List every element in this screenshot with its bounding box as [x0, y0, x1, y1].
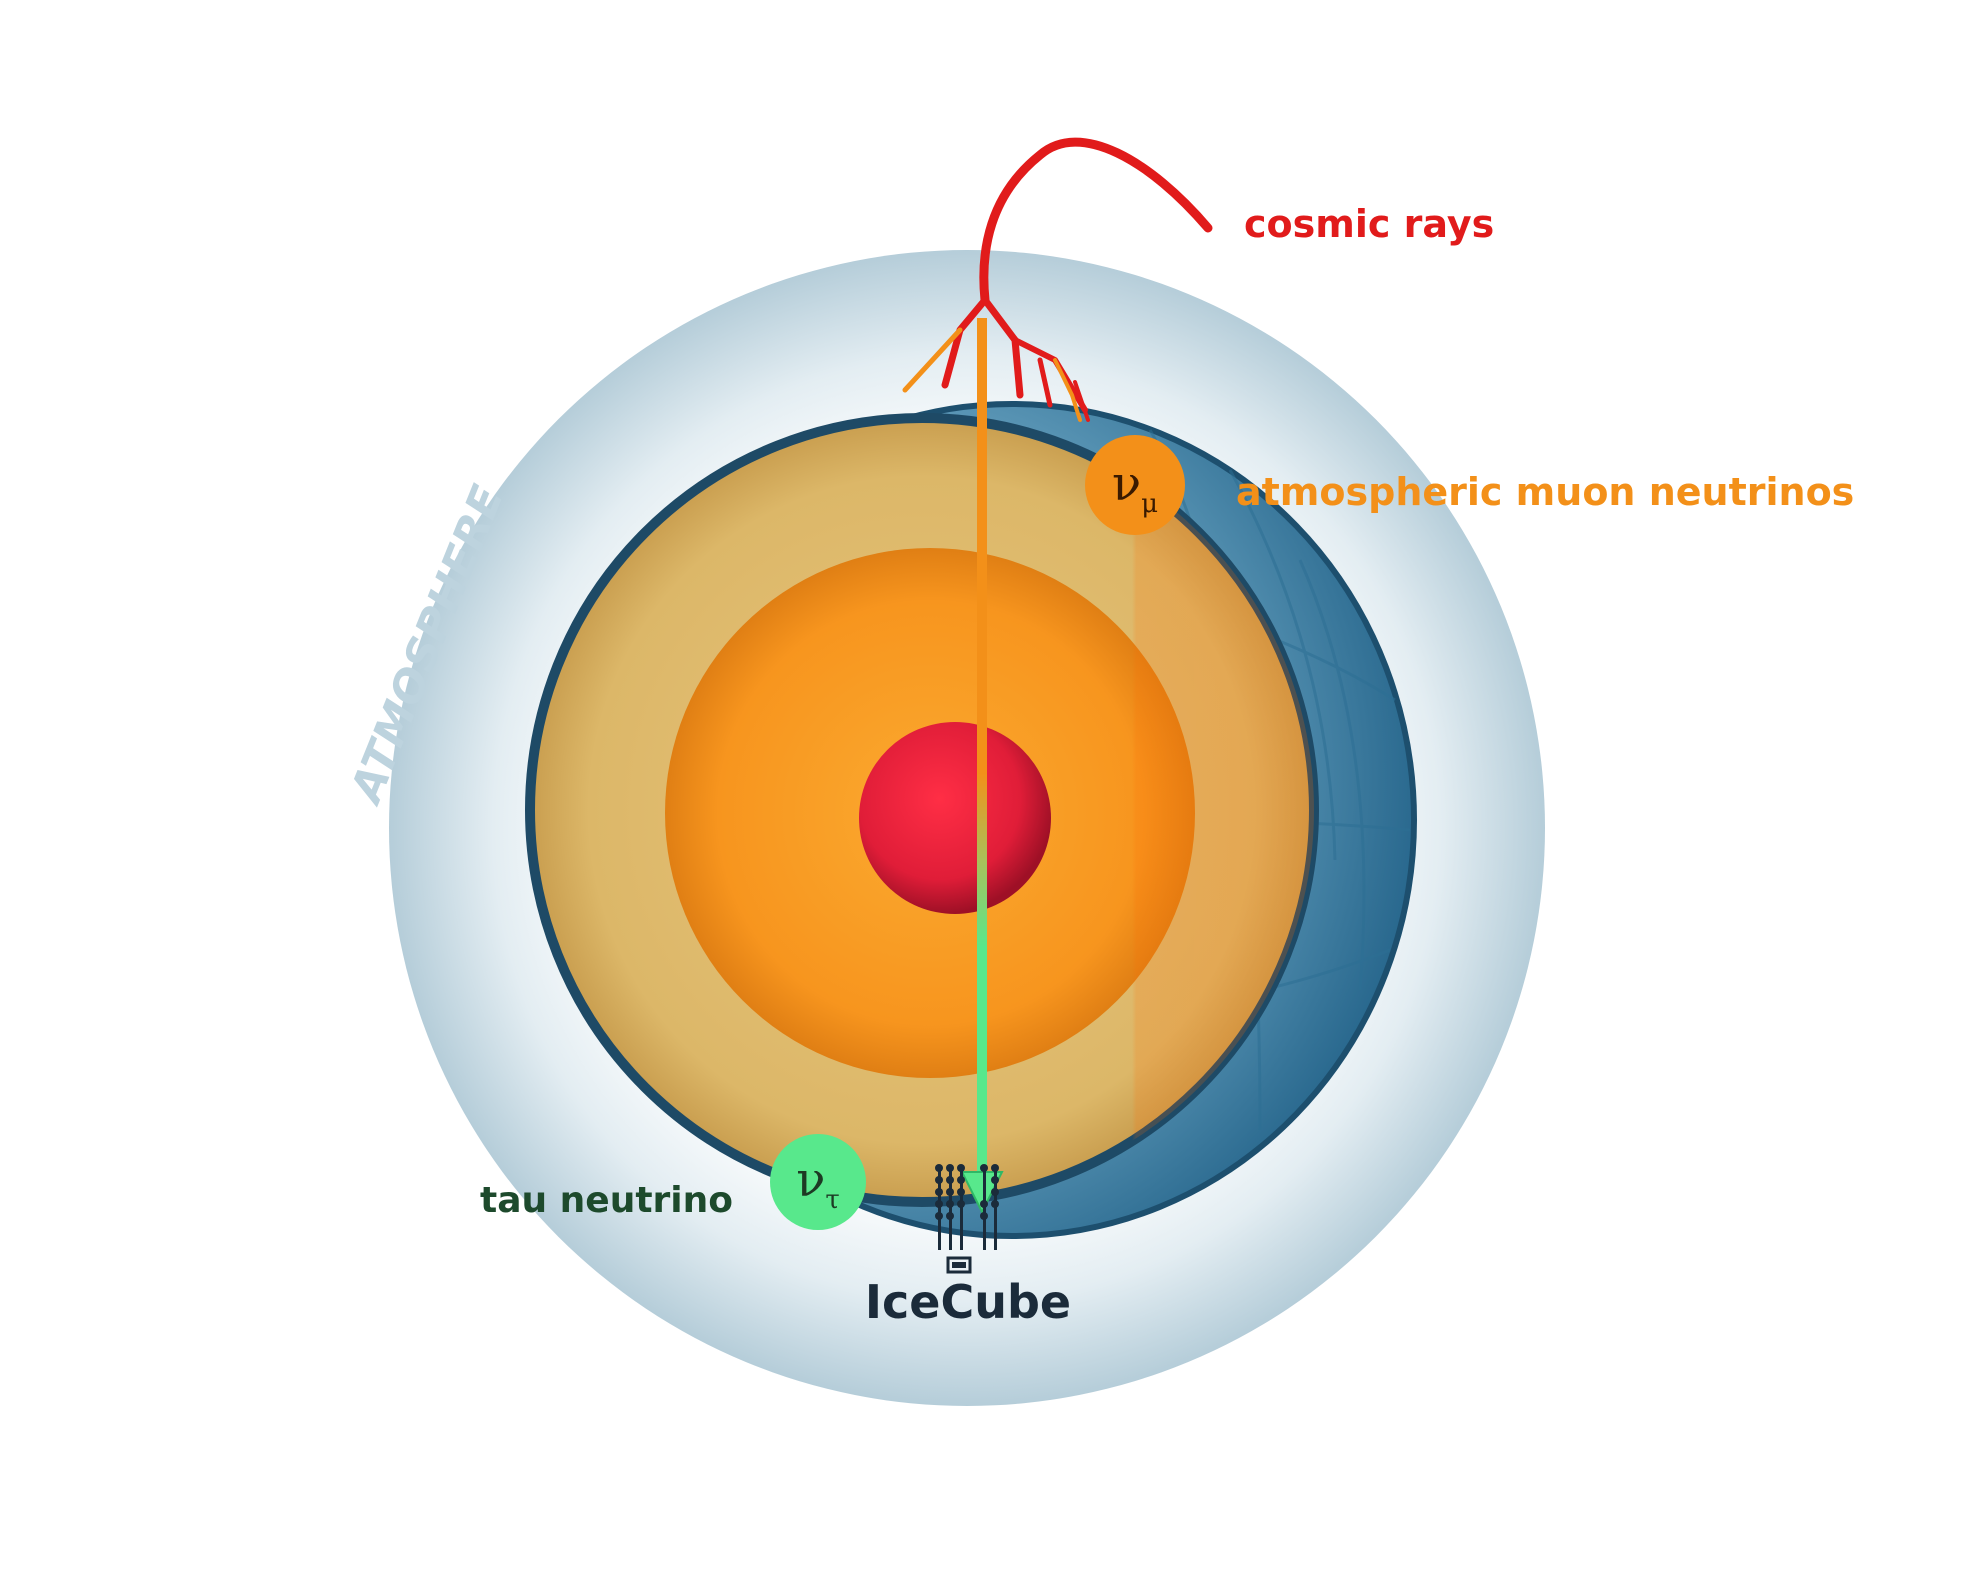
svg-text:νμ: νμ	[1112, 456, 1158, 519]
cosmic-ray-shower	[902, 137, 1213, 422]
muon-neutrinos-label: atmospheric muon neutrinos	[1236, 470, 1854, 514]
mu-subscript: μ	[1141, 489, 1158, 519]
svg-text:ντ: ντ	[796, 1152, 840, 1215]
muon-neutrino-badge: νμ	[1085, 435, 1185, 535]
tau-subscript: τ	[825, 1185, 839, 1215]
icecube-label: IceCube	[865, 1275, 1071, 1329]
cosmic-rays-label: cosmic rays	[1244, 202, 1494, 246]
nu-symbol: ν	[796, 1152, 825, 1208]
nu-symbol: ν	[1112, 456, 1141, 512]
earth-core	[859, 722, 1051, 914]
tau-neutrino-badge: ντ	[770, 1134, 866, 1230]
tau-neutrino-label: tau neutrino	[480, 1180, 733, 1221]
icecube-detector	[935, 1164, 999, 1274]
